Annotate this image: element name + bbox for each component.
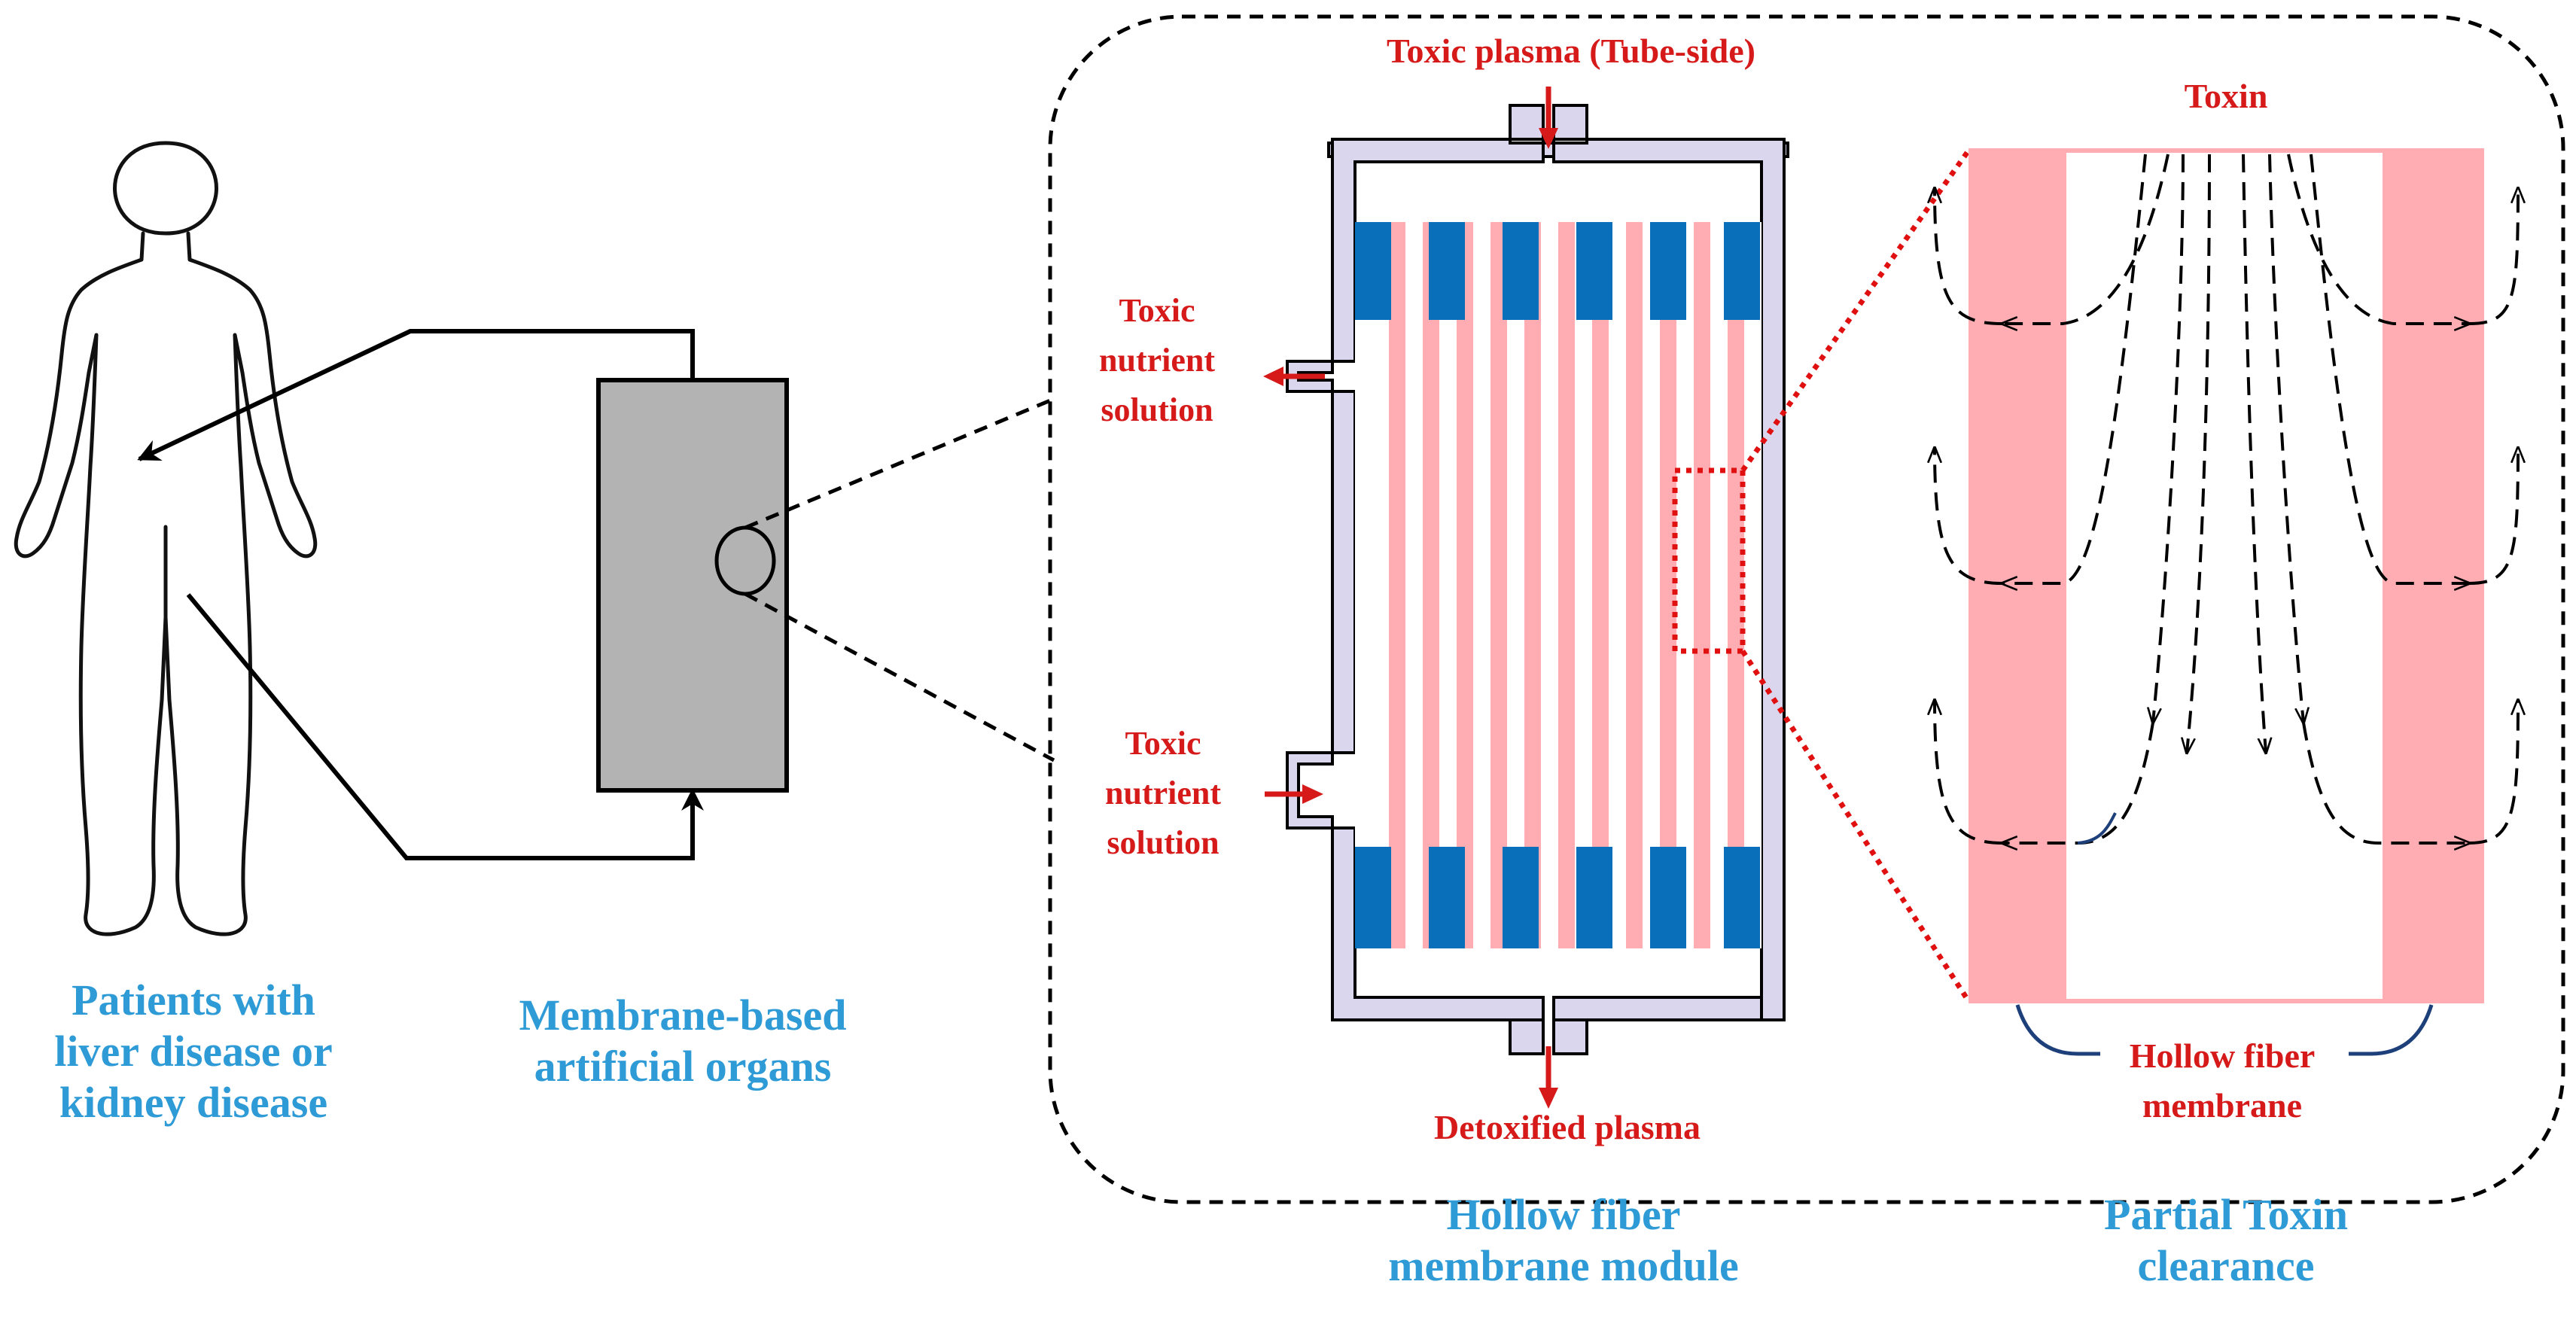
fiber-strip: [1592, 222, 1609, 948]
organs-label-line1: Membrane-based: [519, 991, 847, 1039]
potting-block: [1650, 222, 1686, 320]
potting-block: [1355, 847, 1391, 948]
device-connections: [137, 329, 704, 860]
potting-block: [1503, 847, 1539, 948]
fiber-bundle: [1355, 222, 1761, 948]
human-silhouette-icon: [14, 141, 318, 936]
toxin-flow-line: [2153, 154, 2185, 723]
detoxified-plasma-label: Detoxified plasma: [1434, 1108, 1701, 1146]
flow-arrow-icon: [1263, 87, 1558, 1109]
potting-block: [1724, 222, 1760, 320]
nutrient-out-line2: nutrient: [1099, 342, 1215, 379]
fiber-strip: [1558, 222, 1575, 948]
potting-block: [1429, 222, 1465, 320]
potting-block: [1724, 847, 1760, 948]
toxin-flow-line: [2268, 154, 2303, 723]
potting-block: [1503, 222, 1539, 320]
nutrient-out-line1: Toxic: [1119, 292, 1195, 329]
module-label-line1: Hollow fiber: [1446, 1190, 1681, 1239]
fiber-strip: [1490, 222, 1507, 948]
patients-label: Patients with liver disease or kidney di…: [54, 975, 332, 1128]
fiber-strip: [1626, 222, 1643, 948]
patients-label-line1: Patients with: [72, 976, 315, 1024]
module-frame: [1048, 14, 2565, 1204]
hollow-fiber-curve-right: [2349, 1004, 2434, 1056]
toxin-flow-line: [1935, 700, 2003, 845]
organs-label: Membrane-based artificial organs: [519, 990, 847, 1092]
nutrient-out-line3: solution: [1101, 391, 1213, 428]
fiber-strip: [1457, 222, 1473, 948]
fiber-strip: [1423, 222, 1439, 948]
toxin-flow-line: [1935, 448, 2003, 585]
nutrient-in-line1: Toxic: [1125, 725, 1201, 762]
fiber-strip: [1694, 222, 1710, 948]
zoom-region: [1672, 148, 1971, 1003]
potting-block: [1355, 222, 1391, 320]
organs-label-line2: artificial organs: [534, 1042, 832, 1091]
potting-block: [1429, 847, 1465, 948]
toxin-flow-accent: [2077, 812, 2117, 845]
toxin-flow-line: [2002, 154, 2170, 324]
artificial-organ-device: [596, 378, 789, 793]
clearance-panel: [1935, 148, 2518, 1056]
clearance-label-line2: clearance: [2137, 1241, 2315, 1290]
clearance-label: Partial Toxin clearance: [2104, 1189, 2348, 1292]
module-label-line2: membrane module: [1388, 1241, 1739, 1290]
toxin-flow-line: [2302, 722, 2469, 843]
module-label: Hollow fiber membrane module: [1388, 1189, 1739, 1292]
clearance-label-line1: Partial Toxin: [2104, 1190, 2348, 1239]
toxin-label: Toxin: [2184, 77, 2268, 115]
toxin-flow-line: [1935, 188, 2003, 325]
toxin-flow-line: [2310, 154, 2469, 583]
fiber-strip: [1524, 222, 1541, 948]
fiber-strip: [1728, 222, 1744, 948]
hollow-fiber-line1: Hollow fiber: [2129, 1036, 2316, 1075]
zoom-lines-left: [744, 397, 1055, 762]
potting-block: [1650, 847, 1686, 948]
fiber-strip: [1660, 222, 1676, 948]
nutrient-in-line3: solution: [1107, 824, 1219, 861]
potting-block: [1576, 847, 1612, 948]
hollow-fiber-label: Hollow fiber membrane: [2130, 1031, 2316, 1131]
fiber-strip: [1389, 222, 1405, 948]
toxin-flow-line: [2242, 154, 2266, 753]
toxin-flow-line: [2287, 154, 2469, 324]
nutrient-in-line2: nutrient: [1105, 775, 1221, 811]
hollow-fiber-curve: [2015, 1004, 2100, 1056]
toxin-flow-line: [2187, 154, 2211, 753]
hollow-fiber-line2: membrane: [2142, 1086, 2303, 1125]
nutrient-out-label: Toxic nutrient solution: [1099, 286, 1215, 435]
toxin-flow-line: [2002, 154, 2147, 583]
patients-label-line2: liver disease or: [54, 1027, 333, 1076]
potting-block: [1576, 222, 1612, 320]
nutrient-in-label: Toxic nutrient solution: [1105, 719, 1221, 868]
toxin-flow-line: [2468, 700, 2518, 845]
patients-label-line3: kidney disease: [59, 1078, 328, 1127]
toxic-plasma-label: Toxic plasma (Tube-side): [1387, 32, 1755, 70]
toxin-flow-line: [2468, 448, 2518, 585]
toxin-flow-line: [2468, 188, 2518, 325]
